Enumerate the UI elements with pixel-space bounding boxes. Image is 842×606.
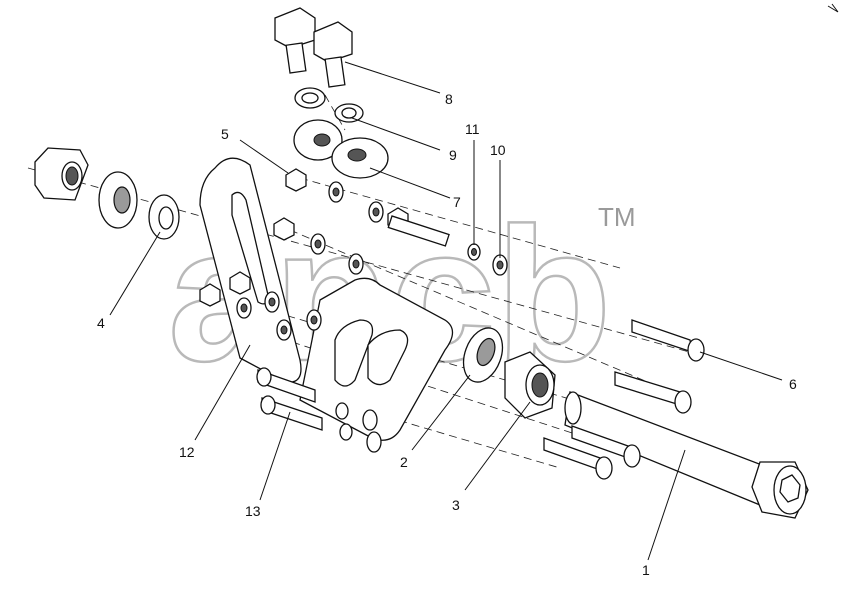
callout-11: 11: [465, 121, 480, 137]
callout-7: 7: [453, 194, 461, 210]
part-hex-nut-large: [34, 147, 89, 201]
callout-9: 9: [449, 147, 457, 163]
callout-1: 1: [642, 562, 650, 578]
part-long-shaft: [564, 391, 809, 519]
callout-3: 3: [452, 497, 460, 513]
part-small-washers: [236, 181, 508, 453]
callout-4: 4: [97, 315, 105, 331]
callout-10: 10: [490, 142, 506, 158]
corner-arrow-icon: [827, 3, 839, 13]
callout-6: 6: [789, 376, 797, 392]
callout-5: 5: [221, 126, 229, 142]
part-side-bolt: [387, 215, 450, 247]
part-lock-washer-large: [148, 194, 180, 240]
part-base-plate: [299, 277, 454, 441]
callout-8: 8: [445, 91, 453, 107]
part-small-nuts: [199, 168, 409, 307]
part-clamp-washers: [293, 119, 389, 179]
callout-2: 2: [400, 454, 408, 470]
part-lock-washers-top: [294, 87, 364, 123]
part-hex-bolts-top: [274, 7, 353, 88]
callout-12: 12: [179, 444, 195, 460]
callout-labels: 1 2 3 4 5 6 7 8 9 10 11 12 13: [97, 91, 797, 578]
callout-13: 13: [245, 503, 261, 519]
part-collar: [504, 351, 556, 419]
part-flat-washer-large: [98, 171, 138, 229]
trademark-mark: TM: [598, 202, 636, 232]
leader-lines: [109, 61, 783, 561]
part-cap-screws: [256, 319, 705, 480]
part-thrust-washer: [462, 327, 504, 383]
